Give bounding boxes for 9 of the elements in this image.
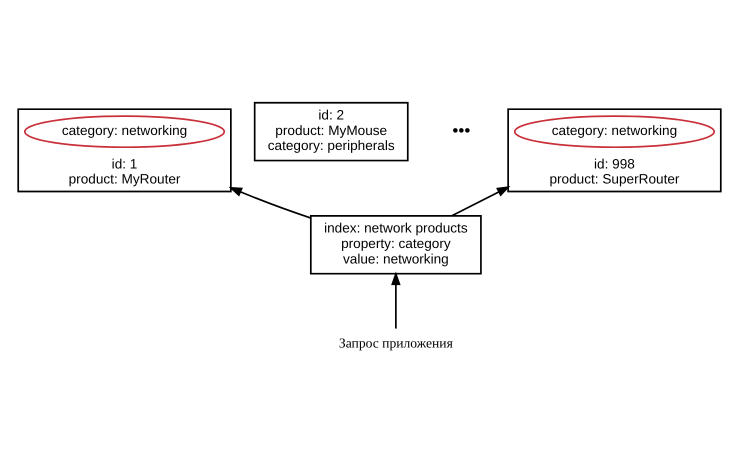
arrow [451,186,510,217]
node-box: id: 2 product: MyMouse category: peripherals [254,102,409,162]
node-text: Запрос приложения [338,336,453,351]
node-box: index: network products property: category value: networking [310,215,482,275]
arrow [391,271,401,329]
label: ••• [452,120,470,140]
node-ellipse: category: networking [514,115,716,148]
node-ellipse: category: networking [24,115,226,148]
arrow [228,186,311,219]
